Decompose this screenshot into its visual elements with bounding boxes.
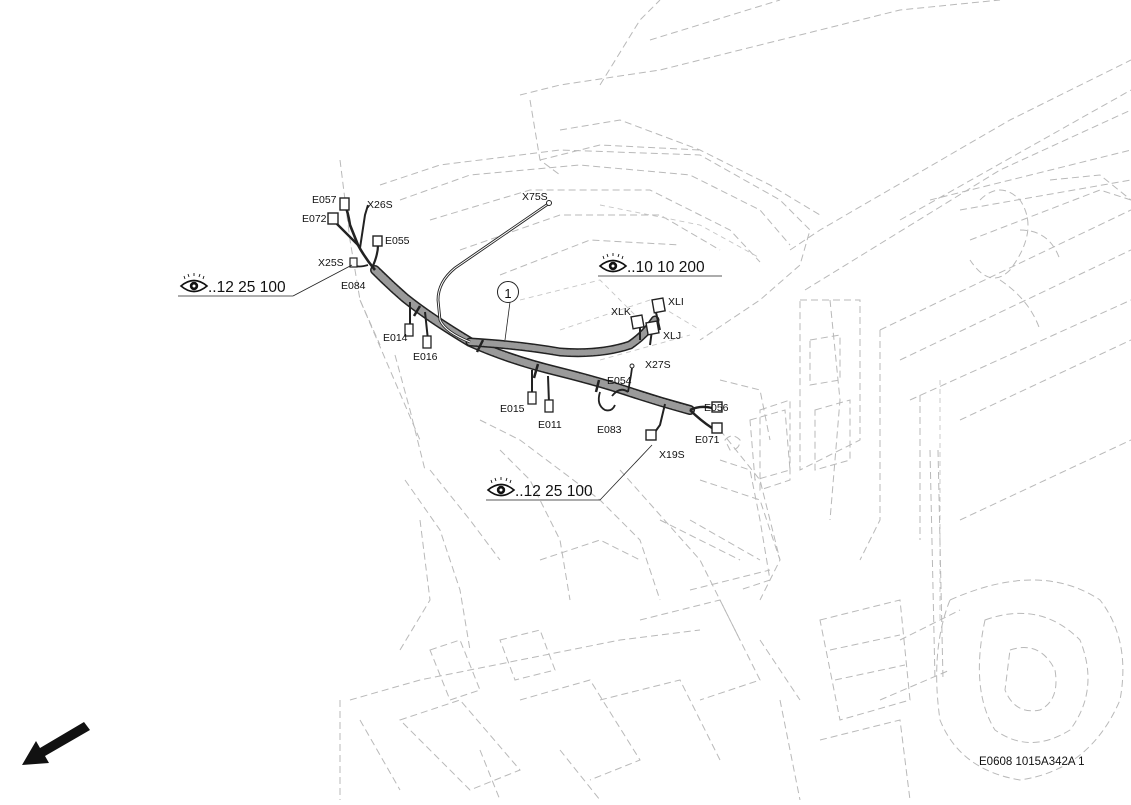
connector-labels: E057 E072 X26S E055 X25S E084 X75S XLK X… [302,191,729,461]
label-E015: E015 [500,403,525,415]
label-E071: E071 [695,434,720,446]
label-E054: E054 [607,375,632,387]
label-E084: E084 [341,280,366,292]
eye-icon [598,253,628,273]
label-E016: E016 [413,351,438,363]
label-X26S: X26S [367,199,393,211]
reference-top-text: ..10 10 200 [627,259,705,276]
label-E057: E057 [312,194,337,206]
label-E014: E014 [383,332,408,344]
label-E011: E011 [538,419,562,431]
direction-arrow-icon [22,722,90,765]
view-reference-left[interactable]: ..12 25 100 [178,264,353,297]
callout-1: 1 [497,281,519,341]
view-reference-top[interactable]: ..10 10 200 [598,253,722,277]
label-XLI: XLI [668,296,684,308]
callout-number: 1 [504,286,511,301]
label-X25S: X25S [318,257,344,269]
eye-icon [179,273,209,293]
wiring-harness [327,197,723,441]
view-reference-bottom[interactable]: ..12 25 100 [486,444,653,501]
label-E055: E055 [385,235,410,247]
label-E072: E072 [302,213,327,225]
reference-bottom-text: ..12 25 100 [515,483,593,500]
reference-left-text: ..12 25 100 [208,279,286,296]
label-XLK: XLK [611,306,631,318]
label-X27S: X27S [645,359,671,371]
drawing-code: E0608 1015A342A 1 [979,756,1085,768]
label-X75S: X75S [522,191,548,203]
label-X19S: X19S [659,449,685,461]
label-XLJ: XLJ [663,330,681,342]
label-E083: E083 [597,424,622,436]
machine-outline [339,0,1131,801]
label-E056: E056 [704,402,729,414]
eye-icon [486,477,516,497]
